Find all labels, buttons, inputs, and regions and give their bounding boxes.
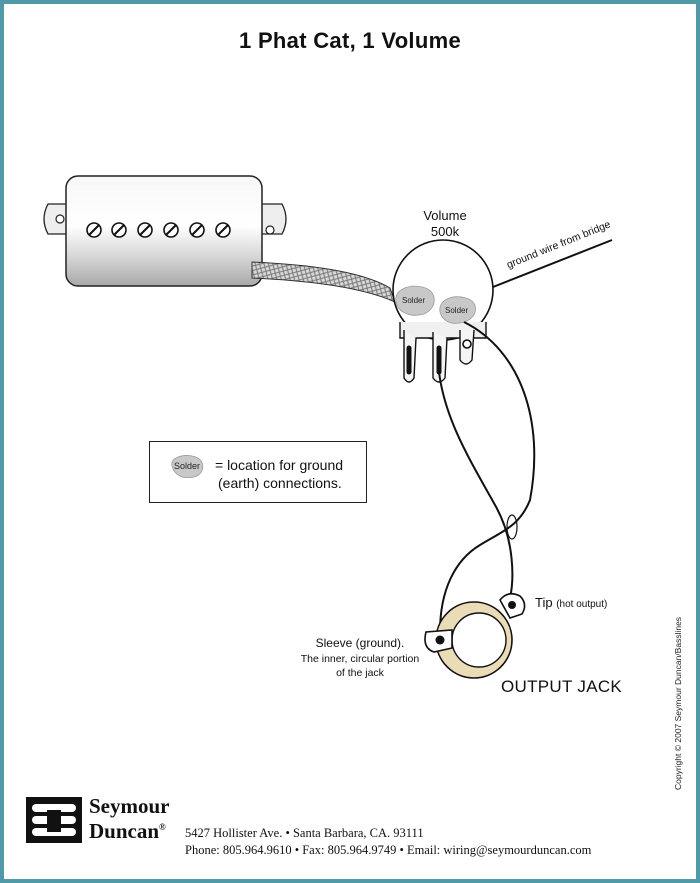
tip-label: Tip (hot output) — [535, 595, 607, 610]
output-jack-label: OUTPUT JACK — [501, 677, 623, 696]
tip-sublabel: (hot output) — [556, 599, 608, 610]
tip-label-text: Tip — [535, 595, 553, 610]
solder-label-pot-left: Solder — [402, 296, 426, 305]
diagram-title: 1 Phat Cat, 1 Volume — [239, 28, 461, 53]
solder-blob-pot-right — [439, 296, 476, 324]
legend-solder-label: Solder — [174, 461, 201, 471]
brand-address: 5427 Hollister Ave. • Santa Barbara, CA.… — [185, 826, 424, 840]
output-jack-icon — [424, 592, 526, 679]
legend-text-line1: = location for ground — [215, 457, 344, 473]
braided-cable — [251, 261, 396, 303]
sleeve-description: The inner, circular portion of the jack — [300, 653, 420, 679]
brand-name-duncan: Duncan — [89, 819, 160, 843]
copyright-text: Copyright © 2007 Seymour Duncan/Bassline… — [673, 616, 683, 790]
registered-mark: ® — [159, 822, 166, 832]
solder-blob-pot-left — [395, 285, 435, 316]
brand-name-line1: Seymour — [89, 794, 170, 818]
seymour-duncan-logo-icon — [26, 797, 82, 843]
pole-pieces — [86, 222, 231, 238]
p90-pickup-icon — [43, 175, 287, 287]
solder-legend: Solder = location for ground (earth) con… — [149, 441, 367, 503]
wire-sleeve-ground — [439, 321, 536, 633]
wire-twist — [506, 514, 518, 540]
volume-value: 500k — [430, 224, 460, 239]
brand-name-line2: Duncan® — [89, 816, 166, 842]
wire-tip — [438, 371, 514, 599]
solder-label-pot-right: Solder — [445, 306, 469, 315]
brand-contact: Phone: 805.964.9610 • Fax: 805.964.9749 … — [185, 843, 592, 857]
solder-blob-legend-icon — [171, 455, 204, 478]
volume-label: Volume — [423, 208, 467, 223]
legend-text-line2: (earth) connections. — [218, 475, 342, 491]
sleeve-label: Sleeve (ground). — [315, 636, 405, 650]
